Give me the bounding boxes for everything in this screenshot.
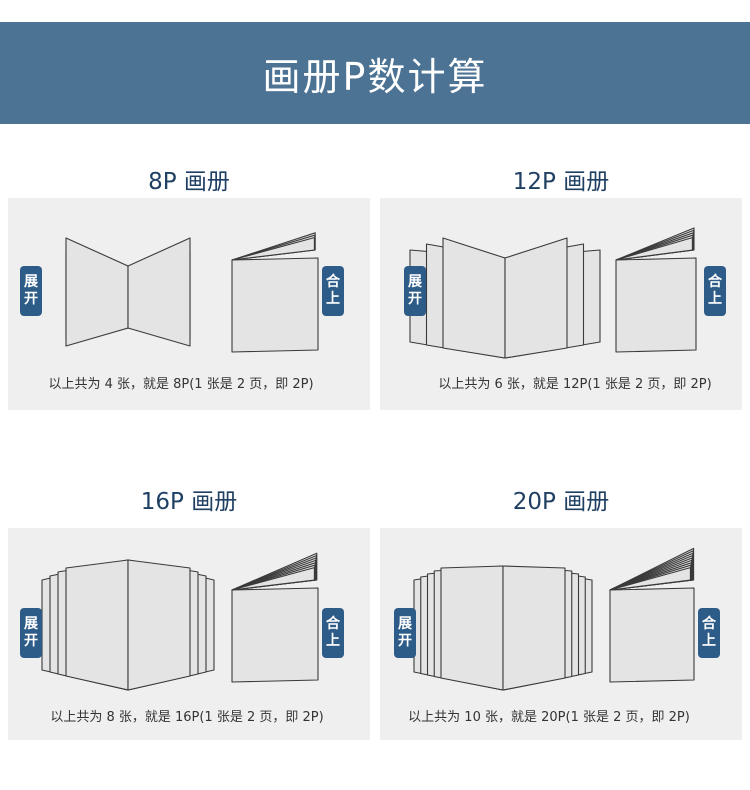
book-illustration bbox=[41, 552, 319, 691]
page-right bbox=[504, 237, 568, 359]
page-right bbox=[502, 565, 566, 691]
closed-cover bbox=[231, 257, 319, 353]
page-right bbox=[127, 559, 191, 691]
page-left bbox=[65, 237, 129, 347]
page-right bbox=[127, 237, 191, 347]
section-caption: 以上共为 10 张，就是 20P(1 张是 2 页，即 2P) bbox=[408, 710, 690, 725]
diagram-panel: 展 开 合 上 以上共为 10 张，就是 20P(1 张是 2 页，即 2P) bbox=[380, 528, 742, 740]
closed-label: 合 上 bbox=[322, 266, 344, 316]
closed-page-edge bbox=[231, 567, 315, 591]
diagram-panel: 展 开 合 上 以上共为 4 张，就是 8P(1 张是 2 页，即 2P) bbox=[8, 198, 370, 410]
closed-page-edge bbox=[609, 567, 691, 591]
open-label: 展 开 bbox=[20, 266, 42, 316]
open-label-char: 展 bbox=[408, 274, 422, 290]
open-label-char: 开 bbox=[24, 291, 38, 307]
section-8p: 8P 画册 展 开 合 上 以上共为 4 张，就是 8P(1 张是 2 页，即 … bbox=[8, 160, 370, 410]
closed-page-edge bbox=[231, 237, 315, 261]
section-title: 8P 画册 bbox=[148, 169, 230, 195]
open-label-char: 展 bbox=[24, 616, 38, 632]
closed-label-char: 合 bbox=[326, 274, 340, 290]
diagram-panel: 展 开 合 上 以上共为 8 张，就是 16P(1 张是 2 页，即 2P) bbox=[8, 528, 370, 740]
section-16p: 16P 画册 展 开 合 上 以上共为 8 张，就是 16P(1 张是 2 页，… bbox=[8, 480, 370, 742]
closed-label-char: 上 bbox=[326, 633, 340, 649]
closed-cover bbox=[231, 587, 319, 683]
closed-label-char: 上 bbox=[702, 633, 716, 649]
section-title: 12P 画册 bbox=[512, 169, 610, 195]
section-20p: 20P 画册 展 开 合 上 以上共为 10 张，就是 20P(1 张是 2 页… bbox=[380, 480, 742, 742]
section-title: 16P 画册 bbox=[140, 489, 238, 515]
open-label-char: 展 bbox=[24, 274, 38, 290]
section-title: 20P 画册 bbox=[512, 489, 610, 515]
closed-label-char: 合 bbox=[326, 616, 340, 632]
closed-label-char: 上 bbox=[708, 291, 722, 307]
header-banner: 画册P数计算 bbox=[0, 22, 750, 124]
closed-label: 合 上 bbox=[698, 608, 720, 658]
closed-label: 合 上 bbox=[704, 266, 726, 316]
page-left bbox=[442, 237, 506, 359]
diagram-panel: 展 开 合 上 以上共为 6 张，就是 12P(1 张是 2 页，即 2P) bbox=[380, 198, 742, 410]
section-caption: 以上共为 8 张，就是 16P(1 张是 2 页，即 2P) bbox=[50, 710, 324, 725]
open-label: 展 开 bbox=[394, 608, 416, 658]
book-illustration bbox=[413, 547, 695, 691]
closed-label: 合 上 bbox=[322, 608, 344, 658]
open-label-char: 展 bbox=[398, 616, 412, 632]
section-caption: 以上共为 4 张，就是 8P(1 张是 2 页，即 2P) bbox=[48, 377, 314, 392]
closed-page-edge bbox=[615, 237, 693, 261]
book-illustration bbox=[65, 232, 319, 353]
closed-cover bbox=[609, 587, 695, 683]
page-left bbox=[440, 565, 504, 691]
open-label: 展 开 bbox=[20, 608, 42, 658]
page-title: 画册P数计算 bbox=[262, 54, 488, 99]
closed-label-char: 上 bbox=[326, 291, 340, 307]
open-label-char: 开 bbox=[398, 633, 412, 649]
open-label-char: 开 bbox=[24, 633, 38, 649]
page-left bbox=[65, 559, 129, 691]
open-label-char: 开 bbox=[408, 291, 422, 307]
closed-label-char: 合 bbox=[702, 616, 716, 632]
open-label: 展 开 bbox=[404, 266, 426, 316]
section-12p: 12P 画册 展 开 合 上 以上共为 6 张，就是 12P(1 张是 2 页，… bbox=[380, 160, 742, 410]
closed-cover bbox=[615, 257, 697, 353]
section-caption: 以上共为 6 张，就是 12P(1 张是 2 页，即 2P) bbox=[438, 377, 712, 392]
book-illustration bbox=[409, 227, 697, 359]
closed-label-char: 合 bbox=[708, 274, 722, 290]
